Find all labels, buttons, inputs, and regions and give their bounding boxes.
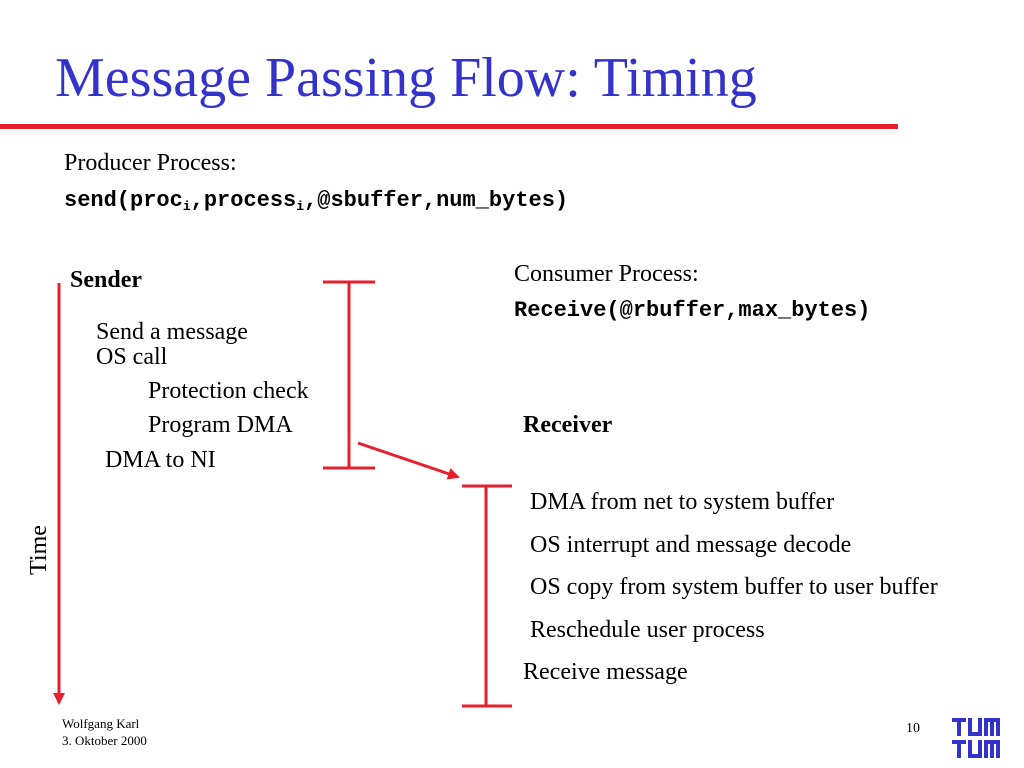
producer-heading: Producer Process:: [64, 150, 237, 176]
tum-logo-icon: [950, 716, 1002, 760]
producer-call-sub2: i: [296, 199, 305, 214]
consumer-heading: Consumer Process:: [514, 261, 699, 287]
sender-step: Protection check: [148, 378, 309, 404]
producer-call-mid: ,process: [190, 188, 297, 213]
sender-bracket: [323, 280, 375, 470]
sender-step: DMA to NI: [105, 447, 216, 473]
producer-call-suffix: ,@sbuffer,num_bytes): [304, 188, 569, 213]
sender-step: Send a message: [96, 319, 248, 345]
receiver-step: OS copy from system buffer to user buffe…: [530, 574, 938, 600]
page-number: 10: [906, 721, 920, 736]
receiver-step: Receive message: [523, 659, 688, 685]
footer-author: Wolfgang Karl: [62, 716, 140, 731]
producer-call: send(proci,processi,@sbuffer,num_bytes): [64, 188, 569, 214]
receiver-step: OS interrupt and message decode: [530, 532, 852, 558]
sender-step: OS call: [96, 344, 168, 370]
receiver-step: Reschedule user process: [530, 617, 765, 643]
title-underline: [0, 124, 898, 129]
receiver-step: DMA from net to system buffer: [530, 489, 835, 515]
footer-date: 3. Oktober 2000: [62, 733, 147, 748]
producer-call-prefix: send(proc: [64, 188, 183, 213]
sender-step: Program DMA: [148, 412, 293, 438]
receiver-label: Receiver: [523, 412, 613, 438]
sender-label: Sender: [70, 267, 142, 293]
consumer-call: Receive(@rbuffer,max_bytes): [514, 298, 871, 323]
transfer-arrow: [357, 441, 460, 480]
producer-call-sub1: i: [182, 199, 191, 214]
receiver-bracket: [462, 484, 512, 708]
slide-title: Message Passing Flow: Timing: [55, 47, 757, 109]
